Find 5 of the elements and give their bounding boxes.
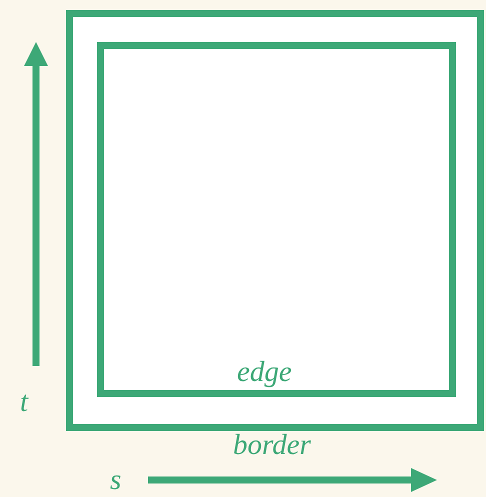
axis-label: t [20, 388, 28, 417]
axis-label: s [110, 466, 122, 495]
square-outline [97, 42, 456, 397]
node-label: border [233, 431, 311, 460]
node-label: edge [237, 358, 292, 387]
